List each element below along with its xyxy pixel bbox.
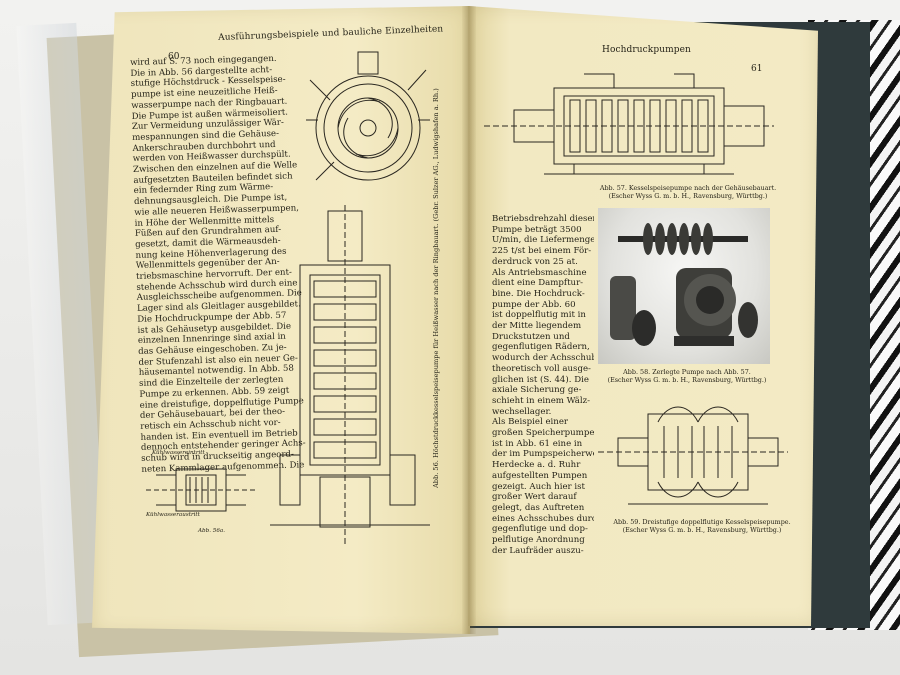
right-body-text-line: eines Achsschubes durch [492,513,594,524]
book-gutter [462,6,476,634]
figure-59-caption: Abb. 59. Dreistufige doppelflutige Kesse… [612,518,792,534]
right-body-text-line: der im Pumpspeicherwerk [492,449,594,460]
figure-56-cross-section-drawing [306,51,430,181]
figure-56a-label: Abb. 56a. [198,528,225,534]
left-page-number: 60 [168,52,180,62]
figure-57-caption-line-2: (Escher Wyss G. m. b. H., Ravensburg, Wü… [608,192,768,200]
figure-56a-bearing-detail-drawing [146,468,256,512]
right-body-text-line: dient eine Dampftur- [492,278,584,289]
right-body-text-line: ist in Abb. 61 eine in [492,438,583,449]
right-body-text-line: derdruck von 25 at. [492,256,578,267]
figure-59-pump-drawing [598,406,788,505]
right-body-text-line: U/min, die Liefermenge [492,235,594,246]
right-body-text-line: Druckstutzen und [492,331,570,342]
right-body-text-line: gelegt, das Auftreten [492,502,585,513]
figure-58-caption: Abb. 58. Zerlegte Pumpe nach Abb. 57. (E… [598,368,776,384]
right-body-text-line: großen Speicherpumpe [492,428,594,439]
right-body-text-line: pumpe der Abb. 60 [492,299,576,310]
right-body-text-line: gegenflutigen Rädern, [492,342,590,353]
right-body-text-line: aufgestellten Pumpen [492,470,588,481]
figure-58-caption-line-2: (Escher Wyss G. m. b. H., Ravensburg, Wü… [607,376,767,384]
figure-56a-annotation-inlet: Kühlwassereintritt [152,450,205,456]
figure-57-caption-line-1: Abb. 57. Kesselspeisepumpe nach der Gehä… [599,184,777,192]
figure-58-photo-contents [610,223,758,346]
figure-57-pump-drawing [484,73,774,175]
figure-57-caption: Abb. 57. Kesselspeisepumpe nach der Gehä… [598,184,778,200]
figure-59-caption-line-2: (Escher Wyss G. m. b. H., Ravensburg, Wü… [622,526,782,534]
right-body-text-line: Pumpe beträgt 3500 [492,224,582,235]
right-running-head: Hochdruckpumpen [602,45,691,55]
right-body-text-line: wodurch der Achsschub [492,353,594,364]
right-body-text-line: schieht in einem Wälz- [492,395,591,406]
right-body-text-line: gegenflutige und dop- [492,524,588,535]
right-body-text-line: ist doppelflutig mit in [492,310,586,321]
figure-58-caption-line-1: Abb. 58. Zerlegte Pumpe nach Abb. 57. [623,368,751,376]
right-body-text-line: Betriebsdrehzahl dieser [492,214,594,224]
figure-56a-annotation-outlet: Kühlwasseraustritt [146,512,200,518]
right-body-text-line: großer Wert darauf [492,492,577,503]
right-body-text-line: axiale Sicherung ge- [492,385,582,396]
right-body-text-line: wechsellager. [492,406,552,417]
figure-59-caption-line-1: Abb. 59. Dreistufige doppelflutige Kesse… [613,518,791,526]
right-body-text-line: 225 t/st bei einem För- [492,246,592,257]
left-page [92,6,470,634]
right-body-text-line: glichen ist (S. 44). Die [492,374,589,385]
right-body-text-line: theoretisch voll ausge- [492,363,591,374]
right-body-text-line: Als Antriebsmaschine [492,267,587,278]
figure-56-caption: Abb. 56. Höchstdruckkesselspeisepumpe fü… [432,88,440,488]
right-page-number: 61 [751,64,763,74]
right-body-text-line: der Mitte liegendem [492,321,582,332]
right-body-text-line: Herdecke a. d. Ruhr [492,460,581,471]
right-body-text-line: der Laufräder auszu- [492,545,584,556]
right-body-text-line: Als Beispiel einer [492,417,569,428]
right-body-text-line: pelflutige Anordnung [492,535,585,546]
right-body-text-line: gezeigt. Auch hier ist [492,481,586,492]
right-body-text-line: bine. Die Hochdruck- [492,288,585,299]
figure-56-longitudinal-section-drawing [270,205,430,545]
